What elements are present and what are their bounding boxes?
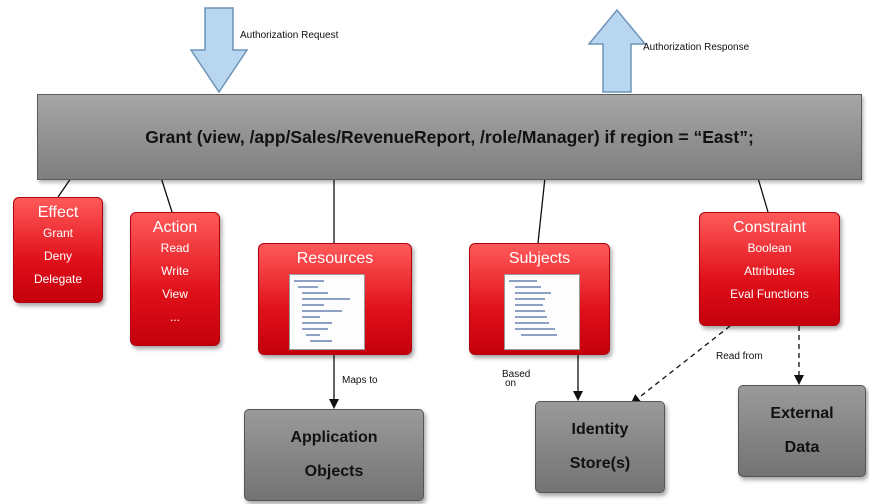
constraint-title: Constraint bbox=[733, 219, 806, 236]
action-title: Action bbox=[152, 219, 198, 236]
effect-item: Deny bbox=[43, 249, 72, 263]
subjects-connector bbox=[537, 166, 551, 244]
constraint-item: Eval Functions bbox=[730, 287, 809, 301]
resources-title: Resources bbox=[296, 250, 374, 267]
maps-to-label: Maps to bbox=[342, 375, 378, 386]
identity-store-box: Identity Store(s) bbox=[535, 401, 665, 493]
constraint-item: Attributes bbox=[744, 264, 795, 278]
external-data-line: External bbox=[770, 405, 834, 422]
policy-statement-bar: Grant (view, /app/Sales/RevenueReport, /… bbox=[37, 94, 862, 180]
subjects-title: Subjects bbox=[508, 250, 571, 267]
identity-store-line: Identity bbox=[571, 421, 629, 438]
resources-box: Resources bbox=[258, 243, 412, 355]
external-data-box: External Data bbox=[738, 385, 866, 477]
external-data-line: Data bbox=[784, 439, 820, 456]
action-box: Action Read Write View ... bbox=[130, 212, 220, 346]
constraint-box: Constraint Boolean Attributes Eval Funct… bbox=[699, 212, 840, 326]
application-objects-line: Objects bbox=[304, 463, 364, 480]
application-objects-box: Application Objects bbox=[244, 409, 424, 501]
authorization-request-label: Authorization Request bbox=[240, 30, 339, 41]
authorization-response-arrow bbox=[587, 8, 647, 93]
action-item: ... bbox=[169, 310, 180, 324]
constraint-item: Boolean bbox=[747, 241, 792, 255]
authorization-request-arrow bbox=[189, 7, 249, 94]
subjects-tree-thumbnail bbox=[504, 274, 580, 350]
resources-tree-thumbnail bbox=[289, 274, 365, 350]
read-from-identity-connector bbox=[630, 325, 731, 405]
authorization-response-label: Authorization Response bbox=[643, 42, 750, 53]
identity-store-line: Store(s) bbox=[569, 455, 631, 472]
policy-statement-text: Grant (view, /app/Sales/RevenueReport, /… bbox=[145, 126, 754, 147]
effect-item: Delegate bbox=[33, 272, 83, 286]
application-objects-line: Application bbox=[290, 429, 378, 446]
effect-item: Grant bbox=[42, 226, 73, 240]
action-item: View bbox=[162, 287, 188, 301]
based-on-label-line1: Based bbox=[502, 369, 531, 380]
effect-title: Effect bbox=[37, 204, 79, 221]
read-from-label: Read from bbox=[716, 351, 763, 362]
effect-box: Effect Grant Deny Delegate bbox=[13, 197, 103, 303]
action-item: Write bbox=[161, 264, 189, 278]
based-on-label: Based on bbox=[502, 369, 531, 389]
based-on-label-line2: on bbox=[505, 378, 517, 389]
action-item: Read bbox=[160, 241, 190, 255]
subjects-box: Subjects bbox=[469, 243, 610, 355]
